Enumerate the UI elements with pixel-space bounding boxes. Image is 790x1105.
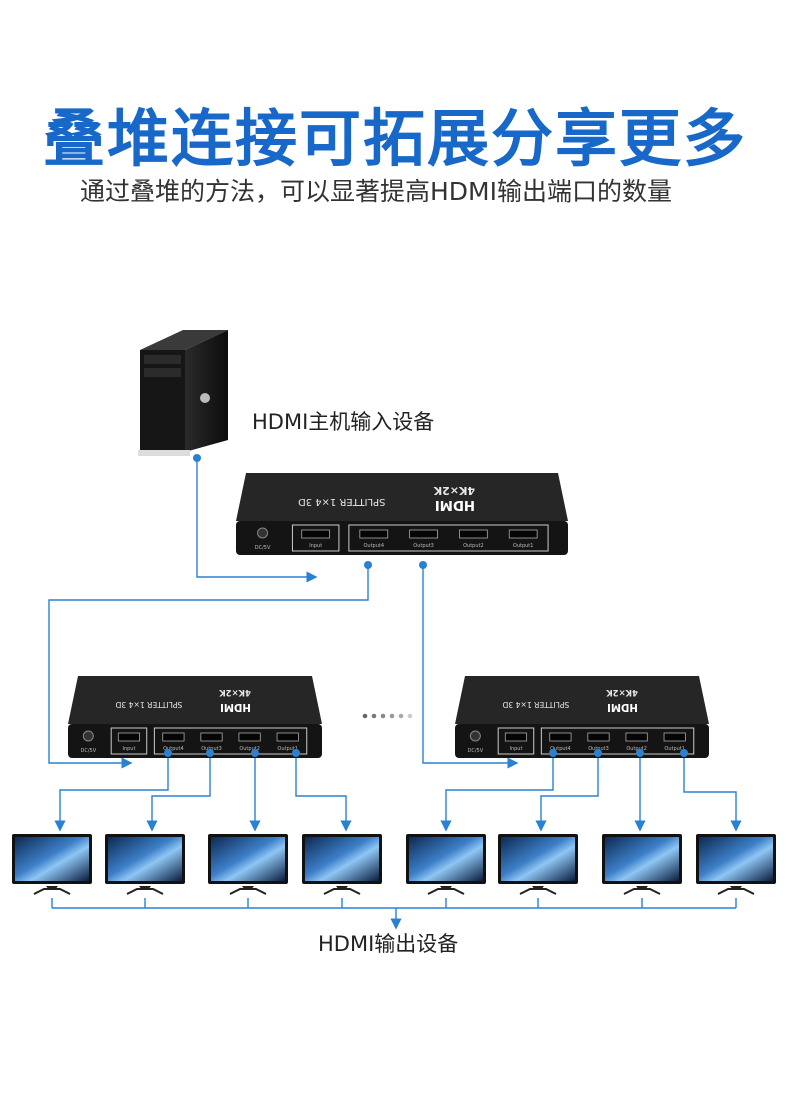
output-port-label: Output2 xyxy=(626,746,647,752)
splitter-brand-text: HDMI xyxy=(220,701,251,712)
hdmi-output-port-icon xyxy=(200,732,223,742)
output-port-label: Output4 xyxy=(363,543,384,549)
monitor-icon xyxy=(12,834,92,895)
connector-dot xyxy=(636,749,644,757)
connector-dot xyxy=(680,749,688,757)
splitter-resolution-text: 4K×2K xyxy=(606,688,638,698)
output-port-label: Output3 xyxy=(201,746,222,752)
input-port-label: Input xyxy=(122,746,135,752)
hdmi-output-port-icon xyxy=(625,732,648,742)
left-splitter: 4K×2K SPLITTER 1×4 3D HDMI DC/5V Input Output… xyxy=(68,676,322,758)
splitter-resolution-text: 4K×2K xyxy=(433,484,475,497)
monitor-icon xyxy=(105,834,185,895)
output-port-label: Output4 xyxy=(163,746,184,752)
splitter-model-text: SPLITTER 1×4 3D xyxy=(298,496,386,507)
hdmi-output-port-icon xyxy=(409,529,438,539)
hdmi-input-port-icon xyxy=(117,732,141,742)
monitor-icon xyxy=(602,834,682,895)
hdmi-output-port-icon xyxy=(276,732,299,742)
connector-dot xyxy=(549,749,557,757)
hdmi-input-port-icon xyxy=(301,529,331,539)
hdmi-output-port-icon xyxy=(238,732,261,742)
output-port-label: Output1 xyxy=(513,543,534,549)
output-port-label: Output1 xyxy=(277,746,298,752)
monitor-icon xyxy=(498,834,578,895)
page-title: 叠堆连接可拓展分享更多 xyxy=(42,102,747,175)
splitter-resolution-text: 4K×2K xyxy=(219,688,251,698)
input-port-label: Input xyxy=(509,746,522,752)
connector-dot xyxy=(164,749,172,757)
output-port-label: Output2 xyxy=(239,746,260,752)
hdmi-output-port-icon xyxy=(663,732,686,742)
pc-tower-icon xyxy=(138,330,228,456)
hdmi-output-port-icon xyxy=(359,529,389,539)
hdmi-input-port-icon xyxy=(504,732,528,742)
main-splitter: 4K×2K SPLITTER 1×4 3D HDMI DC/5V Input Output… xyxy=(236,473,568,555)
input-port-label: Input xyxy=(309,543,322,549)
monitor-icon xyxy=(208,834,288,895)
page-subtitle: 通过叠堆的方法，可以显著提高HDMI输出端口的数量 xyxy=(80,177,672,206)
connector-dot xyxy=(364,561,372,569)
output-devices-label: HDMI输出设备 xyxy=(318,932,459,956)
connector-dot xyxy=(193,454,201,462)
connection-lines xyxy=(48,458,742,930)
power-jack-icon xyxy=(469,730,481,742)
right-splitter: 4K×2K SPLITTER 1×4 3D HDMI DC/5V Input Output… xyxy=(455,676,709,758)
connector-dot xyxy=(251,749,259,757)
output-port-label: Output4 xyxy=(550,746,571,752)
monitor-icon xyxy=(406,834,486,895)
splitter-brand-text: HDMI xyxy=(435,497,475,512)
monitor-icon xyxy=(302,834,382,895)
connector-dot xyxy=(419,561,427,569)
power-port-label: DC/5V xyxy=(467,748,483,754)
power-jack-icon xyxy=(82,730,94,742)
monitor-icon xyxy=(696,834,776,895)
output-port-label: Output3 xyxy=(588,746,609,752)
power-port-label: DC/5V xyxy=(255,545,271,551)
connector-dot xyxy=(594,749,602,757)
splitter-brand-text: HDMI xyxy=(607,701,638,712)
output-port-label: Output1 xyxy=(664,746,685,752)
hdmi-output-port-icon xyxy=(162,732,185,742)
more-devices-dots xyxy=(362,713,413,719)
hdmi-output-port-icon xyxy=(508,529,538,539)
output-port-label: Output2 xyxy=(463,543,484,549)
power-jack-icon xyxy=(257,527,269,539)
splitter-model-text: SPLITTER 1×4 3D xyxy=(502,700,569,709)
hdmi-output-port-icon xyxy=(459,529,488,539)
source-device-label: HDMI主机输入设备 xyxy=(252,410,435,434)
connector-dot xyxy=(206,749,214,757)
hdmi-output-port-icon xyxy=(587,732,610,742)
output-port-label: Output3 xyxy=(413,543,434,549)
power-port-label: DC/5V xyxy=(80,748,96,754)
hdmi-output-port-icon xyxy=(549,732,572,742)
connector-dot xyxy=(292,749,300,757)
splitter-model-text: SPLITTER 1×4 3D xyxy=(115,700,182,709)
